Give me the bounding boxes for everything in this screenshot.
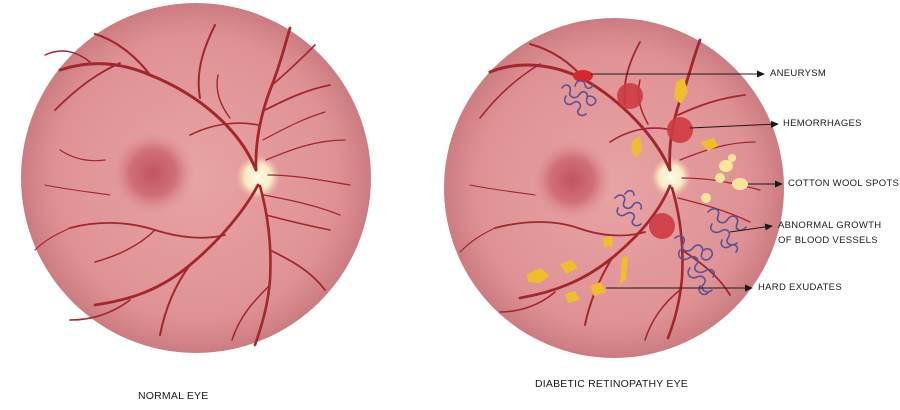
diabetic-macula xyxy=(532,140,612,220)
caption-diabetic-eye: DIABETIC RETINOPATHY EYE xyxy=(535,378,688,390)
cotton-wool-spot xyxy=(732,178,748,190)
diabetic-eye xyxy=(444,18,784,358)
cotton-wool-spot xyxy=(715,173,725,183)
label-aneurysm: ANEURYSM xyxy=(770,66,826,81)
normal-retina xyxy=(21,3,371,353)
hemorrhage-spot xyxy=(617,83,643,109)
label-cotton-wool-spots: COTTON WOOL SPOTS xyxy=(788,176,899,191)
normal-macula xyxy=(111,131,195,215)
label-abnormal-growth-line2: OF BLOOD VESSELS xyxy=(778,233,881,248)
hemorrhage-spot xyxy=(667,117,693,143)
cotton-wool-spot xyxy=(701,193,711,203)
cotton-wool-spot xyxy=(728,154,736,162)
label-hard-exudates: HARD EXUDATES xyxy=(758,280,842,295)
aneurysm-spot xyxy=(573,70,593,82)
label-hemorrhages: HEMORRHAGES xyxy=(783,116,862,131)
label-abnormal-growth-line1: ABNORMAL GROWTH xyxy=(778,218,881,233)
normal-optic-disc xyxy=(236,155,280,199)
hemorrhage-spot xyxy=(649,213,675,239)
normal-eye xyxy=(21,3,371,353)
label-abnormal-growth: ABNORMAL GROWTH OF BLOOD VESSELS xyxy=(778,218,881,248)
caption-normal-eye: NORMAL EYE xyxy=(138,390,208,402)
